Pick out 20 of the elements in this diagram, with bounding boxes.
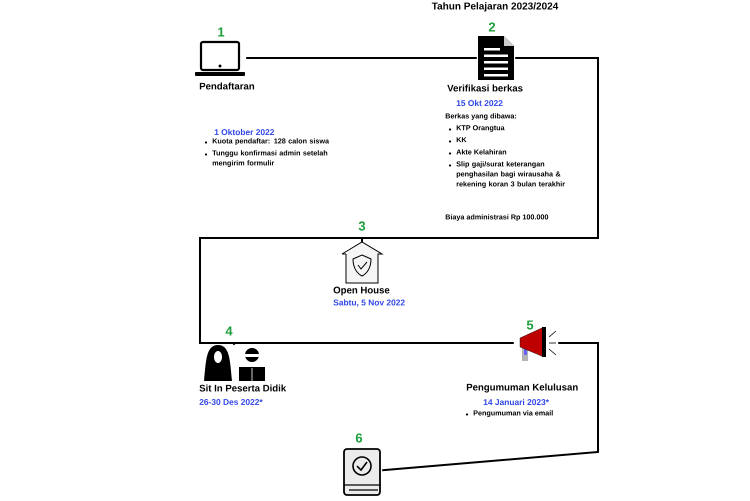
step-date: 1 Oktober 2022 — [214, 128, 274, 136]
connector-line — [382, 342, 599, 472]
step-title: Verifikasi berkas — [447, 84, 523, 92]
step-title: Pengumuman Kelulusan — [466, 384, 578, 392]
step-date: Sabtu, 5 Nov 2022 — [333, 299, 405, 307]
title: Tahun Pelajaran 2023/2024 — [432, 2, 558, 12]
step-title: Open House — [334, 286, 390, 296]
step-number: 2 — [488, 22, 496, 32]
step-title: Sit In Peserta Didik — [199, 384, 286, 392]
step-title: Pendaftaran — [200, 82, 254, 90]
step-number: 3 — [358, 221, 366, 231]
step-number: 6 — [356, 433, 362, 443]
connector-line — [233, 342, 514, 346]
step-number: 4 — [226, 326, 233, 336]
step-date: 26-30 Des 2022* — [200, 399, 263, 405]
step-date: 15 Okt 2022 — [456, 100, 503, 106]
connector-line — [246, 57, 477, 59]
connector-line — [199, 237, 363, 346]
step-number: 1 — [218, 28, 224, 36]
step-date: 14 Januari 2023* — [484, 398, 550, 406]
